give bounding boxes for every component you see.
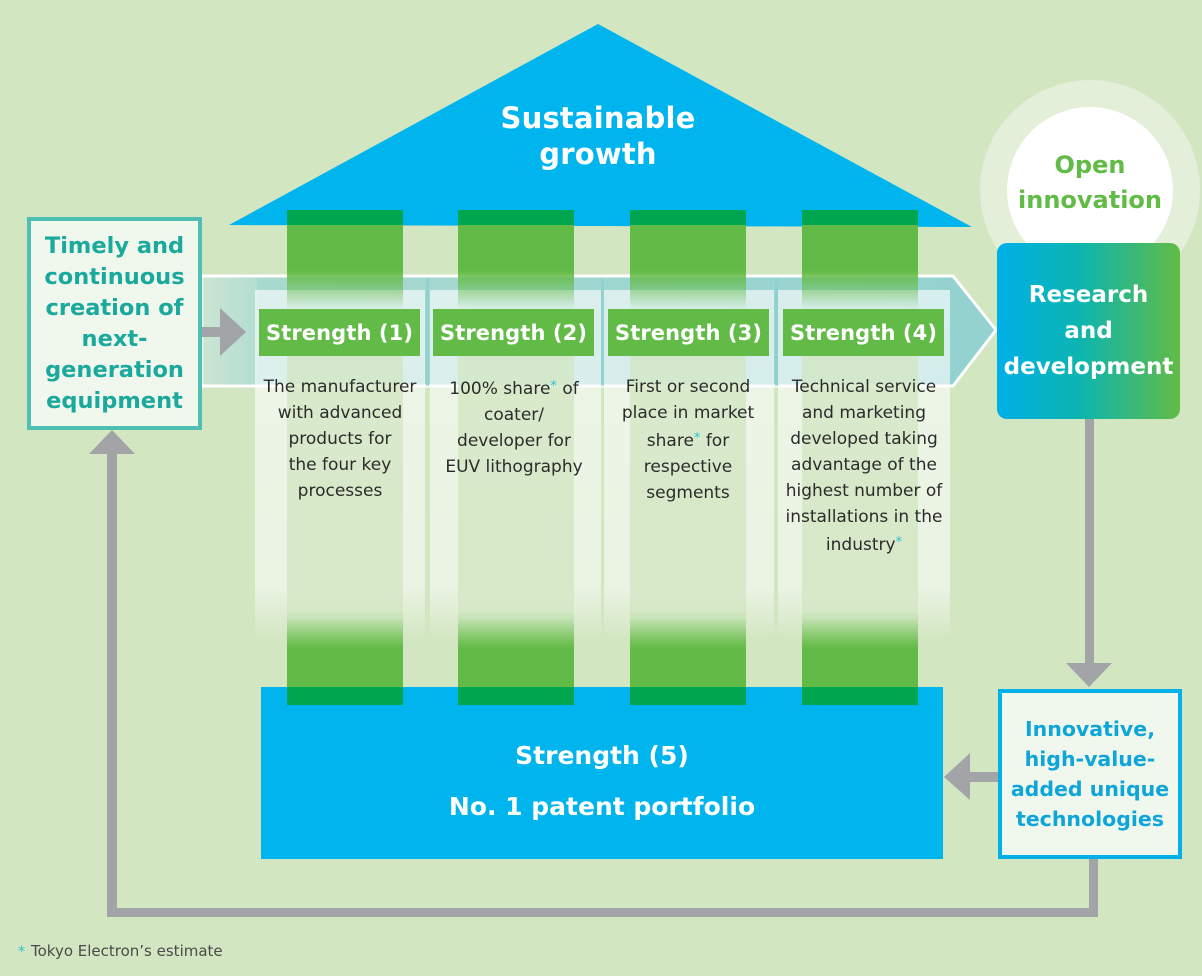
strength-4-label: Strength (4) bbox=[783, 309, 944, 356]
estimate-asterisk: * bbox=[895, 535, 903, 550]
pillar-3-top-fade bbox=[630, 270, 746, 310]
description-line: share* for bbox=[600, 426, 776, 454]
unique-technologies-box: Innovative, high-value- added unique tec… bbox=[998, 689, 1182, 859]
footnote: * Tokyo Electron’s estimate bbox=[18, 940, 223, 963]
pillar-2-mid bbox=[458, 356, 574, 616]
description-line: 100% share* of bbox=[426, 374, 602, 402]
strength-2-label: Strength (2) bbox=[433, 309, 594, 356]
feedback-loop-arrow-icon bbox=[89, 430, 1098, 917]
pillar-1-mid bbox=[287, 356, 403, 616]
strength-1-description: The manufacturer with advanced products … bbox=[252, 374, 428, 504]
pillar-1-top-fade bbox=[287, 270, 403, 310]
left-box-line: next- bbox=[81, 325, 148, 352]
strength-1-label: Strength (1) bbox=[259, 309, 420, 356]
pillar-1-roof-overlap bbox=[287, 210, 403, 225]
strength-3-label: Strength (3) bbox=[608, 309, 769, 356]
arrow-left-icon bbox=[944, 753, 999, 800]
roof-title-line-2: growth bbox=[539, 137, 657, 171]
pillar-4-roof-overlap bbox=[802, 210, 918, 225]
arrow-right-icon bbox=[202, 308, 246, 356]
pillar-2-base-overlap bbox=[458, 687, 574, 705]
innovative-line: high-value- bbox=[1024, 747, 1156, 771]
research-and-development-text: Research and development bbox=[1004, 277, 1174, 385]
pillar-4-mid bbox=[802, 356, 918, 616]
rd-line: Research bbox=[1028, 282, 1149, 308]
description-line: The manufacturer bbox=[263, 377, 417, 397]
roof-title: Sustainable growth bbox=[440, 100, 756, 172]
pillar-4-base-overlap bbox=[802, 687, 918, 705]
footnote-asterisk: * bbox=[18, 944, 25, 960]
strength-5-description: No. 1 patent portfolio bbox=[448, 792, 756, 821]
description-line: highest number of bbox=[785, 481, 943, 501]
next-generation-equipment-box: Timely and continuous creation of next- … bbox=[27, 217, 202, 430]
description-line: advantage of the bbox=[791, 455, 937, 475]
pillar-2-roof-overlap bbox=[458, 210, 574, 225]
description-line: and marketing bbox=[801, 403, 926, 423]
description-line: the four key bbox=[288, 455, 392, 475]
description-line: developed taking bbox=[790, 429, 938, 449]
description-line: processes bbox=[297, 481, 383, 501]
description-line: respective bbox=[643, 457, 733, 477]
open-innovation-line: Open bbox=[1054, 151, 1126, 179]
pillar-3-mid bbox=[630, 356, 746, 616]
pillar-4-bottom-fade bbox=[802, 612, 918, 648]
next-generation-equipment-text: Timely and continuous creation of next- … bbox=[31, 231, 198, 417]
description-line: industry* bbox=[774, 530, 954, 558]
description-text: for bbox=[700, 431, 730, 451]
left-box-line: Timely and bbox=[44, 232, 185, 259]
pillar-1-base-overlap bbox=[287, 687, 403, 705]
description-line: products for bbox=[288, 429, 392, 449]
unique-technologies-text: Innovative, high-value- added unique tec… bbox=[1011, 714, 1169, 834]
band-separator bbox=[775, 278, 778, 386]
research-and-development-box: Research and development bbox=[997, 243, 1180, 419]
left-box-line: creation of bbox=[45, 294, 184, 321]
innovative-line: technologies bbox=[1015, 807, 1165, 831]
pillar-3-base-overlap bbox=[630, 687, 746, 705]
description-text: 100% share bbox=[449, 379, 551, 399]
pillar-3-roof-overlap bbox=[630, 210, 746, 225]
roof-triangle bbox=[229, 24, 972, 227]
open-innovation-circle bbox=[1007, 107, 1173, 273]
band-separator bbox=[601, 278, 604, 386]
strength-5-label: Strength (5) bbox=[515, 741, 689, 770]
band-separator bbox=[426, 278, 429, 386]
strength-2-description: 100% share* of coater/ developer for EUV… bbox=[426, 374, 602, 480]
pillar-1-bottom-fade bbox=[287, 612, 403, 648]
left-box-line: equipment bbox=[46, 387, 183, 414]
description-line: Technical service bbox=[791, 377, 937, 397]
description-line: EUV lithography bbox=[445, 457, 583, 477]
estimate-asterisk: * bbox=[550, 379, 557, 394]
arrow-down-icon bbox=[1066, 419, 1112, 687]
innovative-line: Innovative, bbox=[1025, 717, 1155, 741]
open-innovation-line: innovation bbox=[1018, 186, 1162, 214]
description-line: coater/ bbox=[483, 405, 544, 425]
strength-4-description: Technical service and marketing develope… bbox=[774, 374, 954, 558]
estimate-asterisk: * bbox=[693, 431, 701, 446]
description-line: developer for bbox=[457, 431, 571, 451]
description-line: segments bbox=[646, 483, 730, 503]
description-line: First or second bbox=[625, 377, 751, 397]
strength-3-description: First or second place in market share* f… bbox=[600, 374, 776, 506]
innovative-line: added unique bbox=[1010, 777, 1170, 801]
description-line: installations in the bbox=[785, 507, 943, 527]
open-innovation-label: Open innovation bbox=[1008, 148, 1172, 218]
roof-title-line-1: Sustainable bbox=[500, 101, 696, 135]
pillar-3-bottom-fade bbox=[630, 612, 746, 648]
pillar-4-top-fade bbox=[802, 270, 918, 310]
footnote-text: Tokyo Electron’s estimate bbox=[31, 942, 223, 960]
left-box-line: continuous bbox=[44, 263, 185, 290]
description-line: with advanced bbox=[277, 403, 403, 423]
base-foundation bbox=[261, 687, 943, 859]
pillar-2-bottom-fade bbox=[458, 612, 574, 648]
description-text: share bbox=[646, 431, 694, 451]
pillar-2-top-fade bbox=[458, 270, 574, 310]
description-text: of bbox=[556, 379, 579, 399]
rd-line: and bbox=[1064, 318, 1113, 344]
description-line: place in market bbox=[621, 403, 755, 423]
left-box-line: generation bbox=[45, 356, 184, 383]
description-text: industry bbox=[825, 535, 896, 555]
rd-line: development bbox=[1003, 354, 1174, 380]
